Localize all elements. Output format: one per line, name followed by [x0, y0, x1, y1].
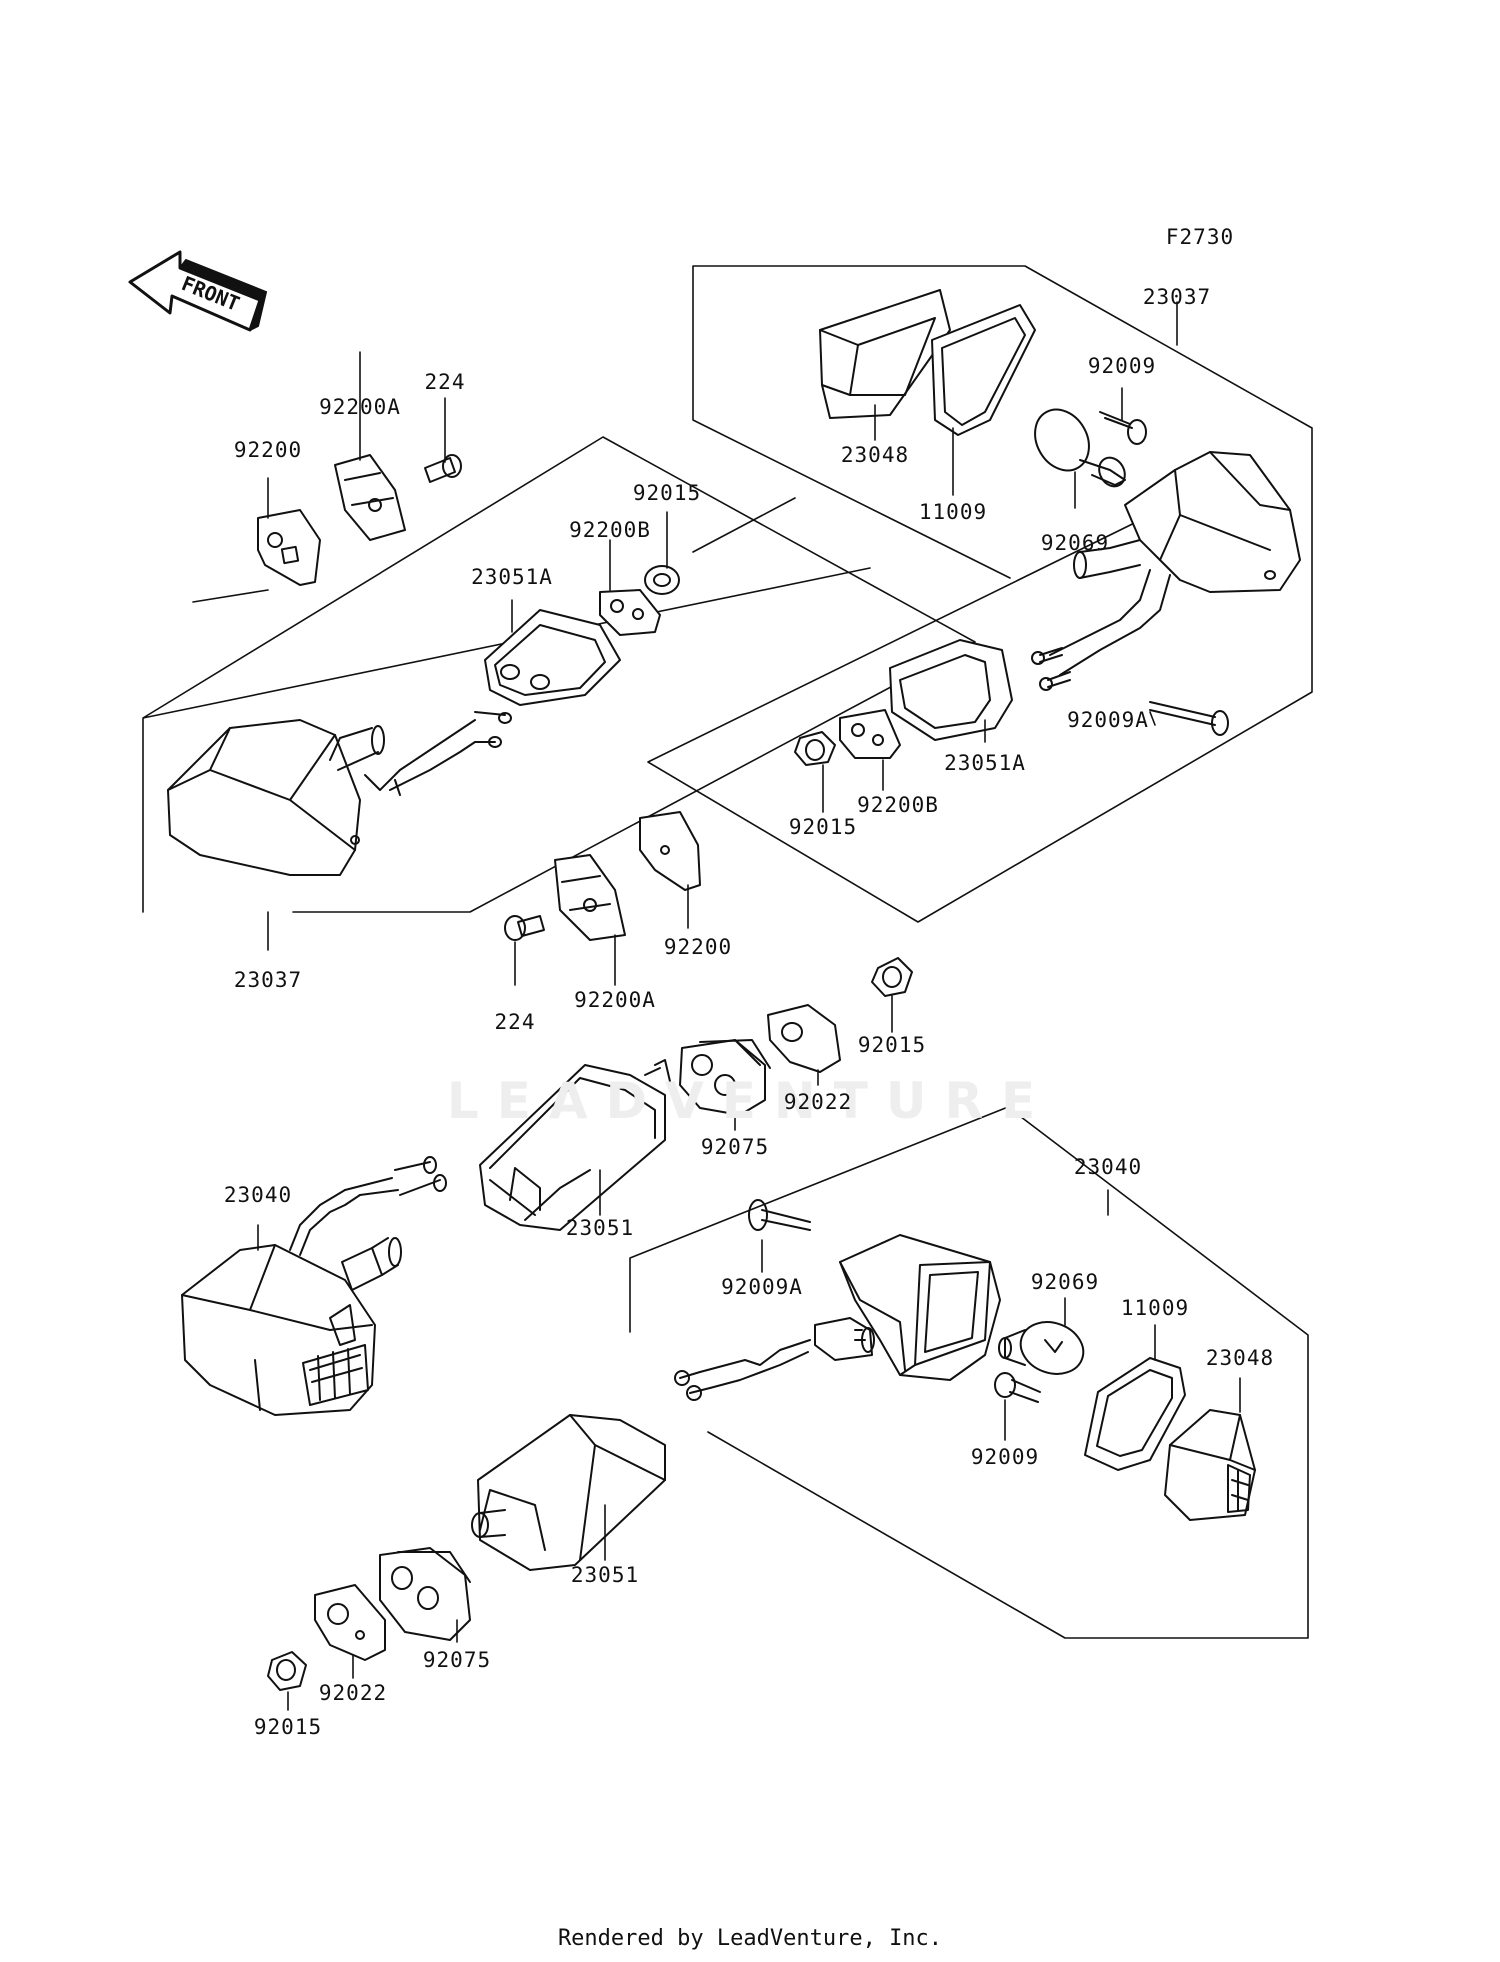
housing-23040-left: [181, 1156, 447, 1416]
housing-23040-lower-right: [674, 1234, 1001, 1401]
lens-23048-upper: [819, 289, 951, 419]
part-label[interactable]: 92015: [253, 1715, 323, 1739]
part-label[interactable]: 92009: [970, 1445, 1040, 1469]
part-label[interactable]: 92200: [233, 438, 303, 462]
part-label[interactable]: 11009: [918, 500, 988, 524]
part-label[interactable]: 92009A: [721, 1275, 803, 1299]
screw-92009A-lower: [748, 1199, 811, 1231]
part-label[interactable]: 23040: [223, 1183, 293, 1207]
watermark: LEADVENTURE: [446, 1072, 1054, 1130]
stem-23051-lower: [471, 1414, 666, 1571]
washer-92022-lower: [314, 1584, 386, 1661]
nut-92015-center: [871, 957, 913, 997]
connector-upper-right: [1031, 647, 1071, 691]
grommet-23051A-upper-right: [889, 639, 1013, 741]
grommet-92075-center: [679, 1039, 771, 1116]
part-label[interactable]: 92200A: [574, 988, 656, 1012]
leader-lines: [257, 301, 1241, 1711]
nut-92015-upper-right: [794, 731, 836, 766]
part-label[interactable]: 23051: [565, 1216, 635, 1240]
part-label[interactable]: 92015: [857, 1033, 927, 1057]
bracket-92200B-upper-left: [599, 589, 661, 636]
screw-92009A-upper: [1149, 701, 1229, 736]
part-label[interactable]: 23040: [1073, 1155, 1143, 1179]
part-label[interactable]: 92075: [700, 1135, 770, 1159]
part-label[interactable]: 23051: [570, 1563, 640, 1587]
bracket-92200B-upper-right: [839, 709, 901, 759]
part-label[interactable]: 23037: [1142, 285, 1212, 309]
nut-92015-lower: [267, 1651, 307, 1691]
stem-23051-upper: [479, 1059, 673, 1231]
grommet-23051A-upper-left: [484, 609, 621, 706]
front-arrow-icon: FRONT: [128, 250, 267, 332]
lens-23048-lower: [1164, 1409, 1256, 1521]
part-label[interactable]: 92022: [783, 1090, 853, 1114]
grommet-92075-lower: [379, 1547, 471, 1641]
housing-23037-upper-right: [1049, 451, 1301, 676]
bulb-92069-upper: [1034, 408, 1126, 488]
plate-92200-upper-left: [257, 509, 321, 586]
part-label[interactable]: 224: [494, 1010, 536, 1034]
bracket-92200A-upper-left: [334, 454, 406, 541]
part-label[interactable]: 92069: [1040, 531, 1110, 555]
part-label[interactable]: 92200: [663, 935, 733, 959]
part-label[interactable]: 11009: [1120, 1296, 1190, 1320]
screw-92009-lower: [994, 1372, 1041, 1403]
part-label[interactable]: 92009: [1087, 354, 1157, 378]
footer-credit: Rendered by LeadVenture, Inc.: [557, 1926, 943, 1951]
part-label[interactable]: 92009A: [1067, 708, 1149, 732]
part-label[interactable]: 92022: [318, 1681, 388, 1705]
assembly-box-lower-right-outline: [629, 1106, 1309, 1639]
bulb-92069-lower: [998, 1321, 1085, 1375]
part-label[interactable]: 23051A: [944, 751, 1026, 775]
nut-92015-upper-left: [644, 565, 680, 595]
diagram-code: F2730: [1165, 225, 1235, 249]
part-label[interactable]: 92075: [422, 1648, 492, 1672]
screw-224-upper: [424, 454, 462, 483]
screw-224-center: [504, 915, 545, 941]
part-label[interactable]: 92015: [788, 815, 858, 839]
screw-92009-upper: [1099, 411, 1147, 445]
part-label[interactable]: 224: [424, 370, 466, 394]
part-label[interactable]: 23048: [1205, 1346, 1275, 1370]
part-label[interactable]: 23051A: [471, 565, 553, 589]
gasket-11009-upper: [931, 304, 1036, 436]
part-label[interactable]: 23048: [840, 443, 910, 467]
part-label[interactable]: 92069: [1030, 1270, 1100, 1294]
housing-23037-upper-left: [167, 711, 512, 876]
assembly-box-upper-right-outline: [647, 265, 1313, 923]
part-label[interactable]: 92200B: [569, 518, 651, 542]
plate-92200-center: [639, 811, 701, 891]
part-label[interactable]: 92200B: [857, 793, 939, 817]
part-label[interactable]: 23037: [233, 968, 303, 992]
part-label[interactable]: 92200A: [319, 395, 401, 419]
bracket-92200A-center: [554, 854, 626, 941]
washer-92022-center: [767, 1004, 841, 1073]
part-label[interactable]: 92015: [632, 481, 702, 505]
